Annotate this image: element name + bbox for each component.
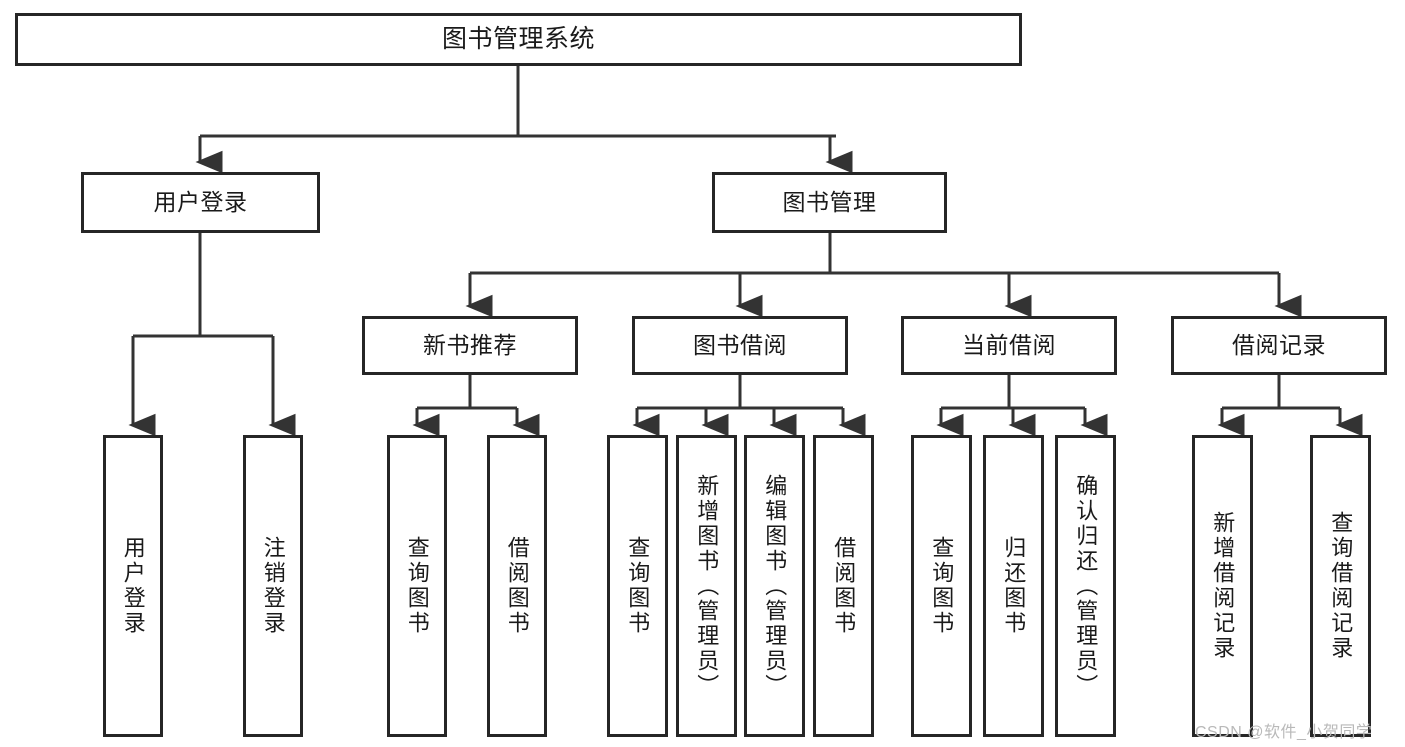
leaf-query-borrow-record-label: 查询借阅记录 (1328, 511, 1354, 661)
leaf-return-book-label: 归还图书 (1001, 536, 1027, 636)
node-current-borrow-label: 当前借阅 (962, 332, 1056, 359)
node-borrow-record-label: 借阅记录 (1232, 332, 1326, 359)
leaf-query-book-current[interactable]: 查询图书 (911, 435, 972, 737)
leaf-user-login[interactable]: 用户登录 (103, 435, 163, 737)
node-current-borrow[interactable]: 当前借阅 (901, 316, 1117, 375)
node-book-manage-label: 图书管理 (782, 189, 877, 216)
leaf-borrow-book-recommend-label: 借阅图书 (504, 536, 530, 636)
leaf-add-borrow-record[interactable]: 新增借阅记录 (1192, 435, 1253, 737)
node-user-login[interactable]: 用户登录 (81, 172, 320, 233)
leaf-query-book-recommend[interactable]: 查询图书 (387, 435, 447, 737)
leaf-query-book-current-label: 查询图书 (929, 536, 955, 636)
node-root[interactable]: 图书管理系统 (15, 13, 1022, 66)
node-book-borrow-label: 图书借阅 (693, 332, 787, 359)
leaf-add-book[interactable]: 新增图书（管理员） (676, 435, 737, 737)
csdn-watermark: CSDN @软件_小贺同学 (1195, 724, 1373, 741)
leaf-borrow-book[interactable]: 借阅图书 (813, 435, 874, 737)
node-user-login-label: 用户登录 (153, 189, 248, 216)
leaf-edit-book[interactable]: 编辑图书（管理员） (744, 435, 805, 737)
leaf-confirm-return[interactable]: 确认归还（管理员） (1055, 435, 1116, 737)
leaf-query-borrow-record[interactable]: 查询借阅记录 (1310, 435, 1371, 737)
node-book-manage[interactable]: 图书管理 (712, 172, 947, 233)
leaf-user-login-label: 用户登录 (120, 536, 146, 636)
node-new-book-recommend-label: 新书推荐 (423, 332, 517, 359)
leaf-return-book[interactable]: 归还图书 (983, 435, 1044, 737)
leaf-query-book-borrow-label: 查询图书 (625, 536, 651, 636)
leaf-confirm-return-label: 确认归还（管理员） (1073, 473, 1099, 699)
node-root-label: 图书管理系统 (441, 25, 595, 53)
node-book-borrow[interactable]: 图书借阅 (632, 316, 848, 375)
leaf-edit-book-label: 编辑图书（管理员） (762, 473, 788, 699)
node-borrow-record[interactable]: 借阅记录 (1171, 316, 1387, 375)
leaf-logout-login-label: 注销登录 (260, 536, 286, 636)
leaf-add-borrow-record-label: 新增借阅记录 (1210, 511, 1236, 661)
leaf-query-book-borrow[interactable]: 查询图书 (607, 435, 668, 737)
node-new-book-recommend[interactable]: 新书推荐 (362, 316, 578, 375)
leaf-borrow-book-label: 借阅图书 (831, 536, 857, 636)
leaf-add-book-label: 新增图书（管理员） (694, 473, 720, 699)
leaf-borrow-book-recommend[interactable]: 借阅图书 (487, 435, 547, 737)
leaf-query-book-recommend-label: 查询图书 (404, 536, 430, 636)
leaf-logout-login[interactable]: 注销登录 (243, 435, 303, 737)
